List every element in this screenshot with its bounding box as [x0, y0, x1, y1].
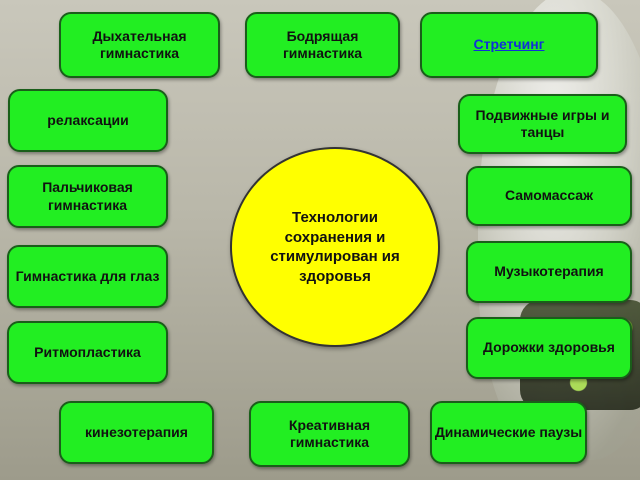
node-dynamic-pauses: Динамические паузы: [430, 401, 587, 464]
node-eye-gymnastics: Гимнастика для глаз: [7, 245, 168, 308]
node-self-massage: Самомассаж: [466, 166, 632, 226]
node-finger-gymnastics: Пальчиковая гимнастика: [7, 165, 168, 228]
node-kinesiotherapy: кинезотерапия: [59, 401, 214, 464]
node-invigorating-gymnastics: Бодрящая гимнастика: [245, 12, 400, 78]
node-rhythmoplasty: Ритмопластика: [7, 321, 168, 384]
node-breathing-gymnastics: Дыхательная гимнастика: [59, 12, 220, 78]
node-creative-gymnastics: Креативная гимнастика: [249, 401, 410, 467]
node-music-therapy: Музыкотерапия: [466, 241, 632, 303]
node-relaxation: релаксации: [8, 89, 168, 152]
node-health-paths: Дорожки здоровья: [466, 317, 632, 379]
center-circle: Технологии сохранения и стимулирован ия …: [230, 147, 440, 347]
node-outdoor-games: Подвижные игры и танцы: [458, 94, 627, 154]
node-stretching-link[interactable]: Стретчинг: [420, 12, 598, 78]
